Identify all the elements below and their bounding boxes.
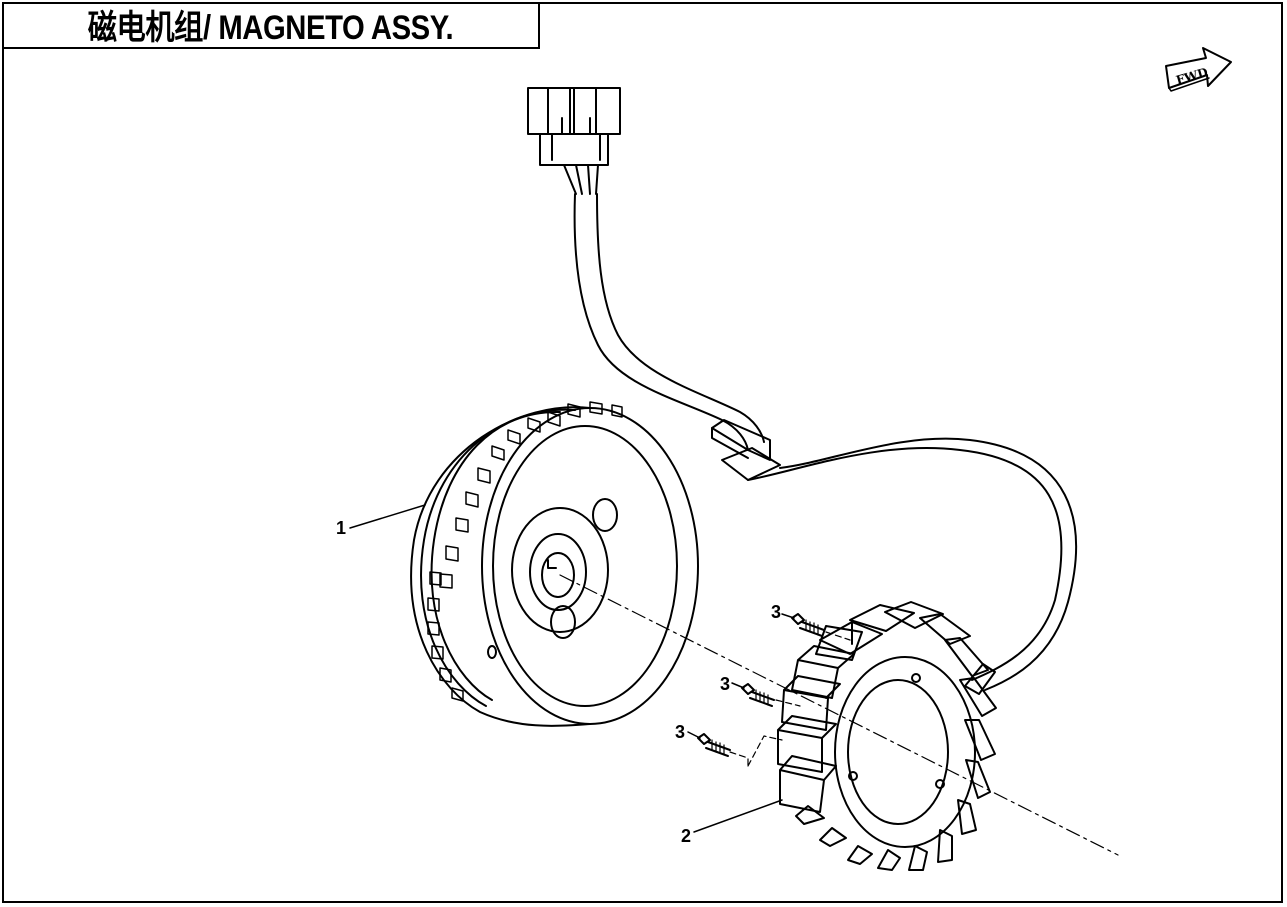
page-title: 磁电机组/ MAGNETO ASSY. [87,9,453,47]
bolt [741,683,775,707]
fwd-arrow-icon [1165,47,1232,92]
title-box: 磁电机组/ MAGNETO ASSY. [2,2,540,49]
flywheel [410,401,699,727]
stator [777,601,997,871]
callout-2: 2 [681,826,691,846]
callout-3a: 3 [771,602,781,622]
connector [527,87,621,195]
callout-3c: 3 [675,722,685,742]
bolt [697,733,731,757]
callout-1: 1 [336,518,346,538]
bolt [791,613,825,637]
callout-3b: 3 [720,674,730,694]
leader-line [687,731,701,739]
leader-line [731,682,745,689]
leader-line [693,799,783,833]
leader-line [781,613,795,619]
leader-line [349,504,426,529]
wire-harness [573,193,1078,691]
center-axis [559,574,1119,856]
